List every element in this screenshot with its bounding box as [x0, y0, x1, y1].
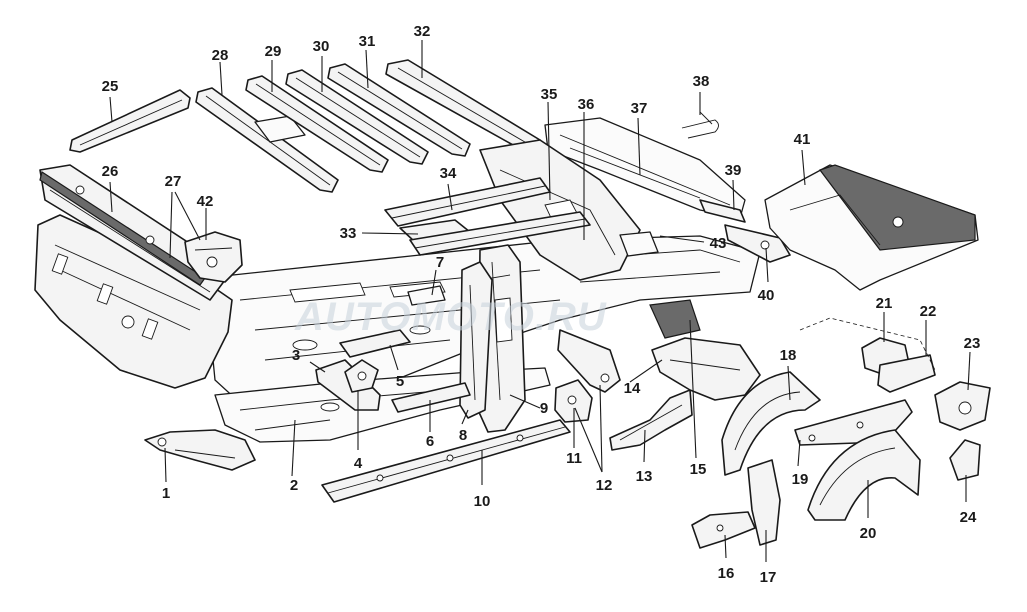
bracket-part-5 [339, 329, 411, 358]
trunk-floor-part-41 [764, 164, 979, 291]
callout-1: 1 [162, 485, 170, 502]
callout-32: 32 [414, 23, 431, 40]
callout-41: 41 [794, 131, 811, 148]
watermark: AUTOMOTO.RU [294, 295, 607, 339]
callout-21: 21 [876, 295, 893, 312]
callout-43: 43 [710, 235, 727, 252]
callout-38: 38 [693, 73, 710, 90]
bracket-part-23 [934, 381, 991, 431]
callout-33: 33 [340, 225, 357, 242]
bracket-part-42 [184, 231, 243, 283]
callout-7: 7 [436, 254, 444, 271]
rail-part-12 [557, 329, 621, 393]
callout-40: 40 [758, 287, 775, 304]
callout-6: 6 [426, 433, 434, 450]
u-bolt-part-38 [681, 111, 719, 139]
callout-34: 34 [440, 165, 457, 182]
callout-8: 8 [459, 427, 467, 444]
bracket-part-39 [699, 199, 746, 223]
callout-2: 2 [290, 477, 298, 494]
wheel-arch-part-20 [807, 429, 921, 521]
callout-15: 15 [690, 461, 707, 478]
callout-20: 20 [860, 525, 877, 542]
callout-16: 16 [718, 565, 735, 582]
callout-14: 14 [624, 380, 641, 397]
wheelhouse-part-14 [651, 337, 761, 401]
pillar-reinforcement-part-8 [459, 261, 493, 419]
panel-part-17 [747, 459, 781, 546]
callout-5: 5 [396, 373, 404, 390]
roof-rail-31 [327, 63, 471, 157]
bracket-part-24 [949, 439, 981, 481]
panel-part-15 [649, 299, 701, 339]
bracket-part-4 [344, 359, 379, 393]
callout-24: 24 [960, 509, 977, 526]
roof-rail-25 [69, 89, 191, 153]
front-rail-part-1 [144, 429, 256, 471]
rail-part-13 [609, 389, 693, 451]
callout-35: 35 [541, 86, 558, 103]
callout-17: 17 [760, 569, 777, 586]
wheel-arch-part-18 [721, 371, 821, 476]
bracket-part-22 [877, 354, 936, 393]
callout-37: 37 [631, 100, 648, 117]
bracket-part-16 [691, 511, 756, 549]
callout-3: 3 [292, 347, 300, 364]
bracket-part-7 [407, 285, 446, 306]
callout-13: 13 [636, 468, 653, 485]
roof-rail-28 [195, 87, 339, 193]
cross-member-35 [409, 211, 591, 256]
callout-26: 26 [102, 163, 119, 180]
callout-29: 29 [265, 43, 282, 60]
bracket-part-11 [554, 379, 593, 423]
callout-18: 18 [780, 347, 797, 364]
callout-30: 30 [313, 38, 330, 55]
roof-rail-30 [285, 69, 429, 165]
leader-lines [109, 40, 971, 562]
callout-22: 22 [920, 303, 937, 320]
callout-10: 10 [474, 493, 491, 510]
callout-36: 36 [578, 96, 595, 113]
roof-rail-29 [245, 75, 389, 173]
bracket-part-3 [315, 359, 381, 411]
callout-23: 23 [964, 335, 981, 352]
callout-27: 27 [165, 173, 182, 190]
callout-9: 9 [540, 400, 548, 417]
rear-shelf-outline [799, 317, 936, 371]
callout-4: 4 [354, 455, 363, 472]
callout-12: 12 [596, 477, 613, 494]
rocker-sill-part-10 [321, 419, 571, 503]
callout-19: 19 [792, 471, 809, 488]
callout-11: 11 [566, 450, 582, 467]
callout-31: 31 [359, 33, 376, 50]
callout-28: 28 [212, 47, 229, 64]
bracket-part-40 [724, 224, 791, 263]
bracket-part-6 [391, 382, 471, 413]
callout-42: 42 [197, 193, 214, 210]
callout-labels: 1 2 3 4 5 6 7 8 9 10 11 12 13 14 15 16 1… [102, 23, 981, 586]
callout-39: 39 [725, 162, 742, 179]
callout-25: 25 [102, 78, 119, 95]
